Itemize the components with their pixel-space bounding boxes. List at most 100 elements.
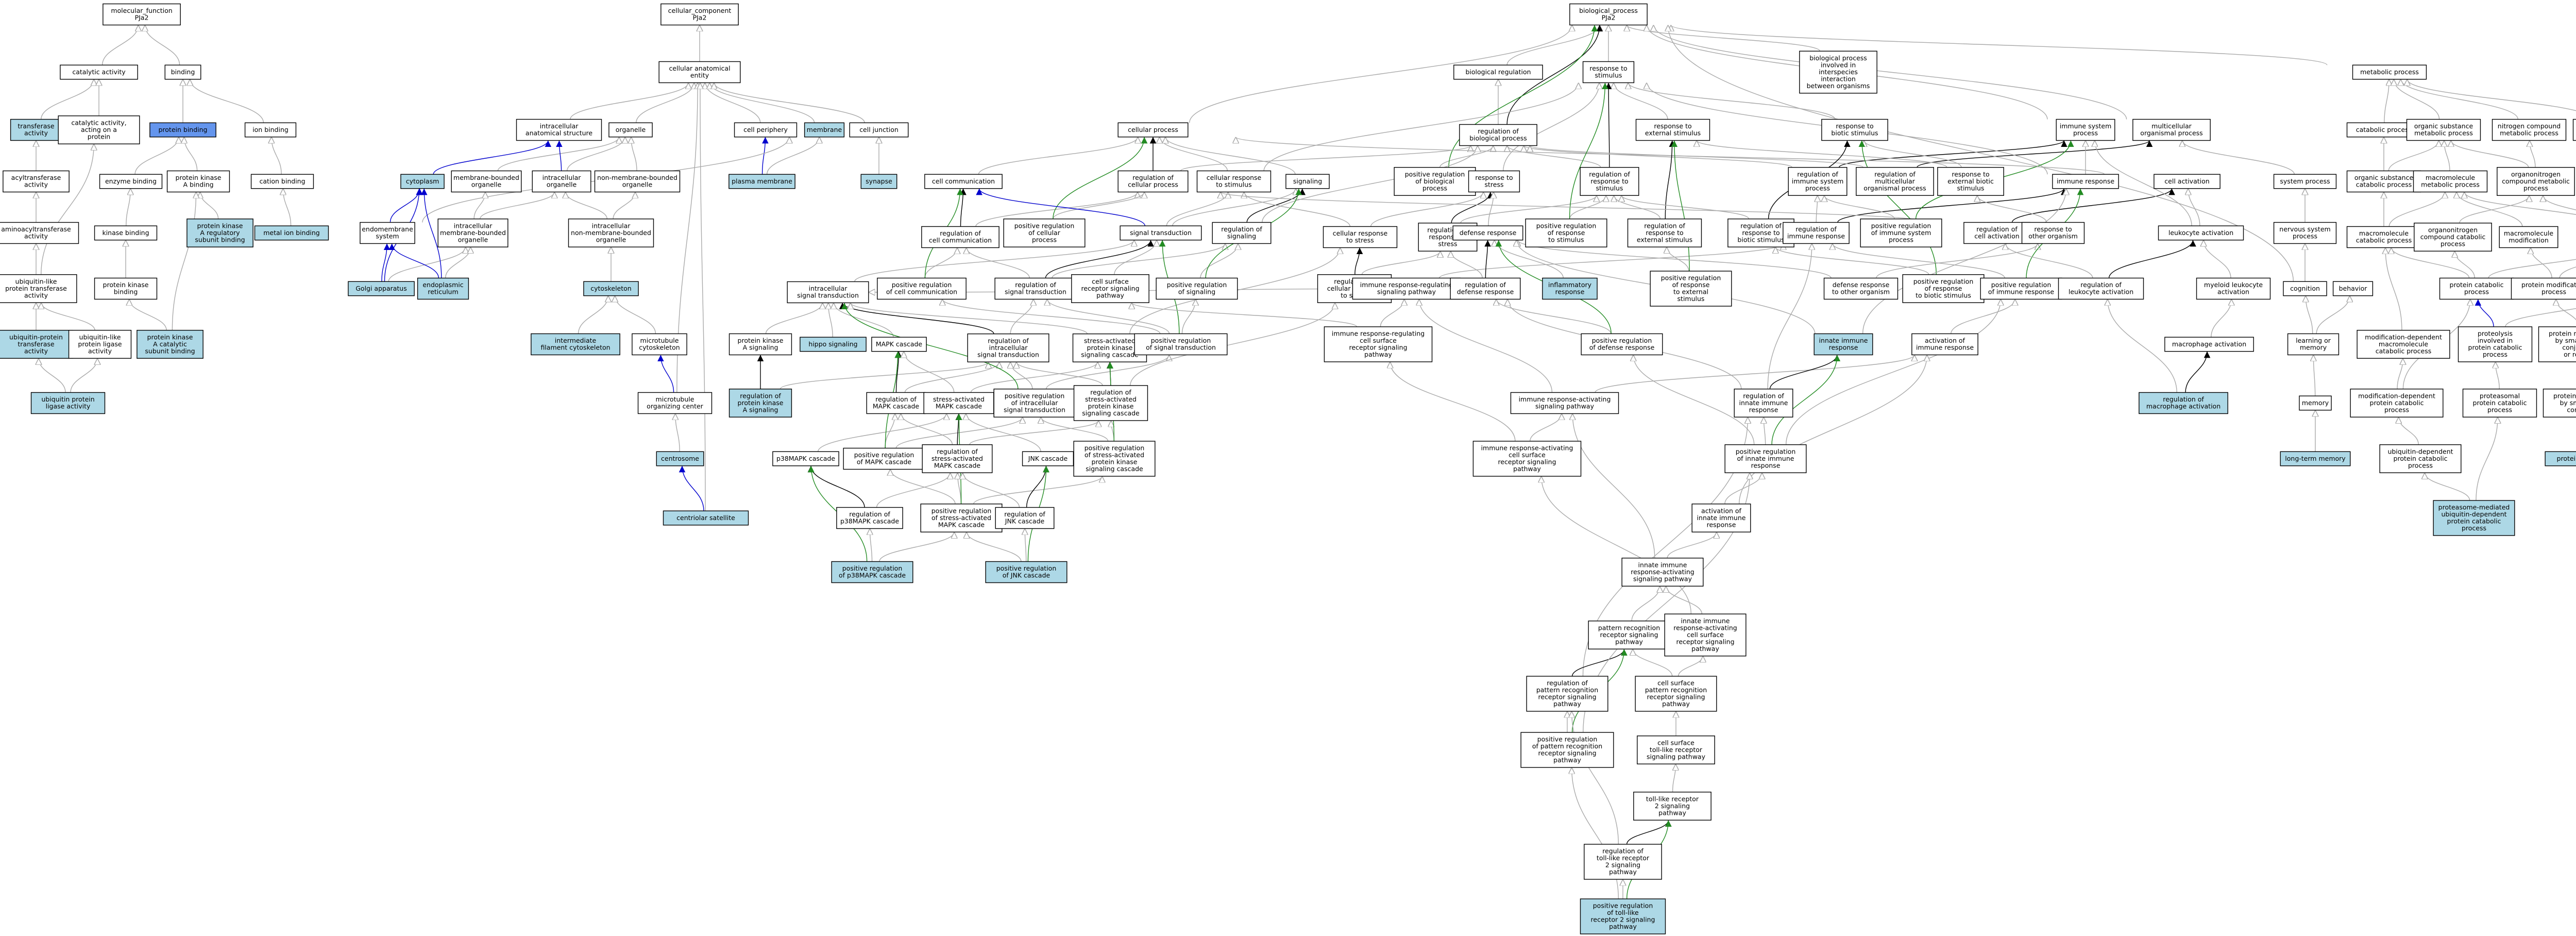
- go-term-catalytic-activity[interactable]: catalytic activity: [60, 64, 138, 80]
- go-term-intra-non-membrane[interactable]: intracellularnon-membrane-boundedorganel…: [568, 219, 654, 247]
- go-term-leukocyte-activation[interactable]: leukocyte activation: [2158, 225, 2244, 241]
- go-term-cell-junction[interactable]: cell junction: [849, 122, 909, 138]
- go-term-cell-periphery[interactable]: cell periphery: [734, 122, 798, 138]
- go-term-ion-binding[interactable]: ion binding: [244, 122, 297, 138]
- go-term-kinase-binding[interactable]: kinase binding: [94, 225, 158, 241]
- go-term-plasma-membrane[interactable]: plasma membrane: [728, 174, 795, 189]
- go-term-jnk-cascade[interactable]: JNK cascade: [1022, 451, 1074, 466]
- go-term-protein-binding[interactable]: protein binding: [149, 122, 216, 138]
- go-term-cytoskeleton[interactable]: cytoskeleton: [583, 281, 639, 296]
- go-term-membrane[interactable]: membrane: [804, 122, 845, 138]
- go-term-protein-small-conj[interactable]: protein modificationby small proteinconj…: [2538, 326, 2576, 362]
- go-term-enzyme-binding[interactable]: enzyme binding: [99, 174, 163, 189]
- go-term-organelle[interactable]: organelle: [608, 122, 653, 138]
- go-term-cell-activation[interactable]: cell activation: [2154, 174, 2221, 189]
- go-term-protein-small-protein-conj[interactable]: protein modificationby small proteinconj…: [2543, 389, 2576, 417]
- go-term-metabolic-process[interactable]: metabolic process: [2352, 64, 2427, 80]
- go-term-proteasome-mediated[interactable]: proteasome-mediatedubiquitin-dependentpr…: [2433, 500, 2515, 536]
- go-term-p38mapk[interactable]: p38MAPK cascade: [772, 451, 839, 466]
- go-term-cellular-process[interactable]: cellular process: [1117, 122, 1189, 138]
- go-term-cation-binding[interactable]: cation binding: [250, 174, 314, 189]
- go-term-cytoplasm[interactable]: cytoplasm: [400, 174, 445, 189]
- go-term-signal-transduction[interactable]: signal transduction: [1120, 225, 1202, 241]
- go-term-binding[interactable]: binding: [164, 64, 201, 80]
- go-term-defense-response[interactable]: defense response: [1452, 225, 1523, 241]
- go-term-memory[interactable]: memory: [2299, 395, 2332, 411]
- go-term-cell-communication[interactable]: cell communication: [924, 174, 1003, 189]
- go-term-biological-regulation[interactable]: biological regulation: [1453, 64, 1543, 80]
